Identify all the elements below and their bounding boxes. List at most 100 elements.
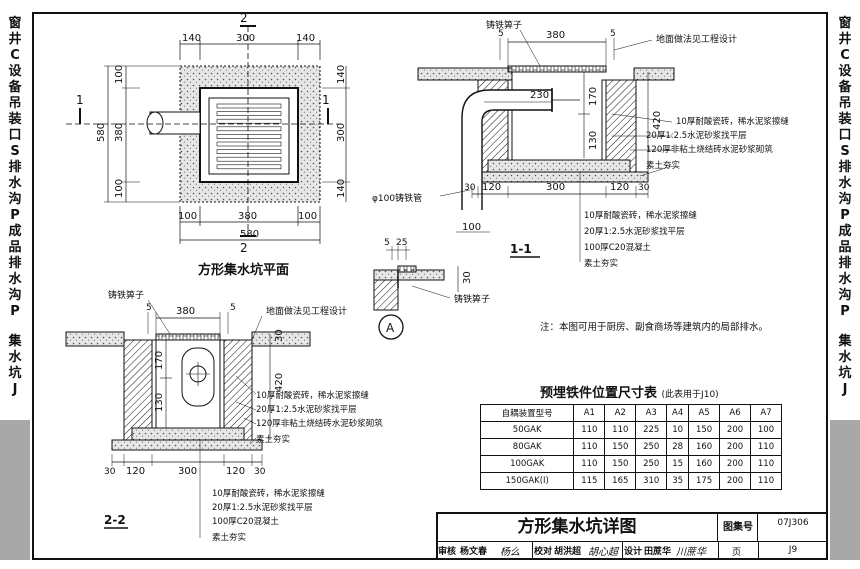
sidebar-right-char: 水 xyxy=(838,272,852,287)
table-cell: 310 xyxy=(635,472,668,490)
section22-note: 20厚1:2.5水泥砂浆找平层 xyxy=(256,404,357,415)
sidebar-right-char: 坑 xyxy=(838,366,852,381)
sidebar-left-char: 排 xyxy=(8,160,22,175)
section22-dim: 170 xyxy=(154,351,165,370)
section11-floor-label: 地面做法见工程设计 xyxy=(656,33,737,45)
sidebar-right-char: 水 xyxy=(838,176,852,191)
sidebar-right-char: 沟 xyxy=(838,192,852,207)
table-cell: 150 xyxy=(688,421,721,439)
table-cell: 115 xyxy=(573,472,606,490)
section11-dim: 380 xyxy=(546,30,565,41)
section22-dim: 120 xyxy=(126,466,145,477)
table-cell: 200 xyxy=(719,472,752,490)
plan-section-mark-2: 2 xyxy=(240,241,248,255)
detailA-mark: A xyxy=(386,321,395,335)
sidebar-left-char: 集 xyxy=(8,334,22,349)
sidebar-left-char: 备 xyxy=(8,80,22,95)
title-block: 方形集水坑详图 图集号 07J306 审核 杨文春 杨么 校对 胡洪超 胡心超 … xyxy=(436,512,828,560)
grate-slot xyxy=(216,156,282,162)
section22-note: 120厚非粘土烧结砖水泥砂浆砌筑 xyxy=(256,418,383,429)
sidebar-left-char: 井 xyxy=(8,32,22,47)
table-cell: 200 xyxy=(719,438,752,456)
table-cell: 150GAK(I) xyxy=(479,472,575,490)
sidebar-right-char: C xyxy=(840,48,850,63)
plan-dim: 300 xyxy=(336,123,347,142)
section11-note: 20厚1:2.5水泥砂浆找平层 xyxy=(584,226,685,237)
table-cell: 28 xyxy=(666,438,690,456)
table-cell: 80GAK xyxy=(479,438,575,456)
table-cell: 110 xyxy=(573,421,606,439)
sidebar-right-char: J xyxy=(842,382,848,397)
sidebar-left-char: S xyxy=(10,144,20,159)
detailA-label: 铸铁箅子 xyxy=(454,293,490,305)
plan-dim: 100 xyxy=(114,179,125,198)
plan-dim: 580 xyxy=(240,229,259,240)
table-cell: 110 xyxy=(573,438,606,456)
section22-note: 10厚耐酸瓷砖，稀水泥浆擦缝 xyxy=(212,488,325,499)
section22-dim: 5 xyxy=(146,303,152,313)
plan-dim: 380 xyxy=(114,123,125,142)
table-cell: 225 xyxy=(635,421,668,439)
table-cell: 150 xyxy=(604,438,637,456)
section22-dim: 130 xyxy=(154,393,165,412)
table-cell: 160 xyxy=(688,455,721,473)
section22-floor-label: 地面做法见工程设计 xyxy=(266,305,347,317)
sidebar-right-char: 成 xyxy=(838,224,852,239)
table-cell: 10 xyxy=(666,421,690,439)
sidebar-right-highlight xyxy=(830,420,860,560)
table-cell: 110 xyxy=(573,455,606,473)
section22-dim: 30 xyxy=(104,467,116,477)
sidebar-right-char: P xyxy=(840,208,850,223)
table-cell: 110 xyxy=(750,455,782,473)
embed-table-title: 预埋铁件位置尺寸表 (此表用于J10) xyxy=(540,382,719,401)
section11-dim: 30 xyxy=(464,183,476,193)
table-header-cell: A3 xyxy=(635,404,668,422)
sidebar-left-highlight xyxy=(0,420,30,560)
section11-dim: 170 xyxy=(588,87,599,106)
sidebar-left-char: 沟 xyxy=(8,192,22,207)
section-2-2 xyxy=(65,299,311,538)
sidebar-left-char: 成 xyxy=(8,224,22,239)
section11-grate-label: 铸铁箅子 xyxy=(486,19,522,31)
sidebar-right-char: P xyxy=(840,304,850,319)
section22-note: 素土夯实 xyxy=(256,434,290,445)
table-header-cell: A7 xyxy=(750,404,782,422)
plan-dim: 300 xyxy=(236,33,255,44)
design-label: 设计 xyxy=(624,547,643,557)
sidebar-left-char: 装 xyxy=(8,112,22,127)
plan-dim: 380 xyxy=(238,211,257,222)
table-cell: 110 xyxy=(750,438,782,456)
sidebar-left-char: 水 xyxy=(8,176,22,191)
section22-dim: 300 xyxy=(178,466,197,477)
section11-note: 100厚C20混凝土 xyxy=(584,242,651,253)
plan-dim: 140 xyxy=(336,65,347,84)
section22-dim: 420 xyxy=(274,373,285,392)
table-header-cell: A4 xyxy=(666,404,690,422)
design-sign: 川蔗华 xyxy=(676,547,706,558)
table-header-cell: 自耦装置型号 xyxy=(479,404,575,422)
review-name: 杨文春 xyxy=(460,547,488,557)
plan-dim: 100 xyxy=(178,211,197,222)
sidebar-left-char: 设 xyxy=(8,64,22,79)
plan-dim: 100 xyxy=(114,65,125,84)
sidebar-left-char: 排 xyxy=(8,256,22,271)
section11-dim: 300 xyxy=(546,182,565,193)
plan-dim: 580 xyxy=(96,123,107,142)
section11-note: 素土夯实 xyxy=(584,258,618,269)
sidebar-left-char: 窗 xyxy=(8,16,22,31)
section22-note: 素土夯实 xyxy=(212,532,246,543)
grate-slot xyxy=(216,134,282,139)
review-sign: 杨么 xyxy=(500,547,520,558)
table-cell: 35 xyxy=(666,472,690,490)
section11-note: 10厚耐酸瓷砖，稀水泥浆擦缝 xyxy=(584,210,697,221)
section11-title: 1-1 xyxy=(510,242,532,256)
section11-dim: 5 xyxy=(498,29,504,39)
sidebar-right-char: 水 xyxy=(838,350,852,365)
table-cell: 250 xyxy=(635,455,668,473)
detailA-dim: 5 xyxy=(384,238,390,248)
